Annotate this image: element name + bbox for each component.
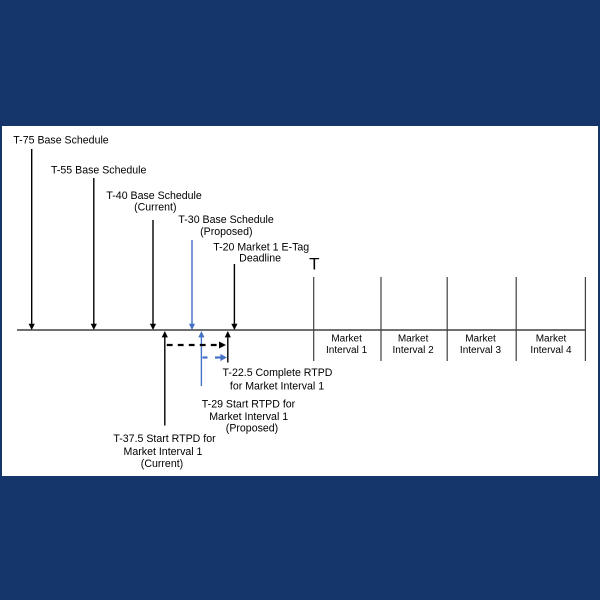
svg-text:Interval 1: Interval 1: [326, 345, 368, 356]
svg-text:(Current): (Current): [134, 202, 176, 214]
svg-text:(Proposed): (Proposed): [226, 423, 278, 435]
svg-text:T-20 Market 1 E-Tag: T-20 Market 1 E-Tag: [213, 241, 309, 253]
svg-text:for Market Interval 1: for Market Interval 1: [230, 381, 324, 393]
svg-text:T-40 Base Schedule: T-40 Base Schedule: [106, 190, 202, 202]
svg-text:Market Interval 1: Market Interval 1: [124, 446, 203, 458]
svg-text:(Current): (Current): [141, 458, 183, 470]
svg-text:Interval 4: Interval 4: [530, 345, 572, 356]
svg-text:T: T: [309, 254, 319, 273]
svg-text:Interval 3: Interval 3: [460, 345, 502, 356]
svg-text:Market: Market: [536, 334, 567, 345]
svg-text:T-55 Base Schedule: T-55 Base Schedule: [51, 165, 147, 177]
svg-text:Market: Market: [465, 334, 496, 345]
svg-text:Market: Market: [398, 334, 429, 345]
svg-text:T-75 Base Schedule: T-75 Base Schedule: [13, 134, 109, 146]
svg-text:T-37.5 Start RTPD for: T-37.5 Start RTPD for: [113, 433, 216, 445]
svg-text:T-29 Start RTPD for: T-29 Start RTPD for: [202, 399, 296, 411]
svg-text:Market: Market: [331, 334, 362, 345]
svg-text:T-22.5 Complete RTPD: T-22.5 Complete RTPD: [223, 367, 333, 379]
svg-text:Interval 2: Interval 2: [393, 345, 435, 356]
svg-text:Deadline: Deadline: [239, 253, 281, 265]
svg-text:(Proposed): (Proposed): [200, 226, 252, 238]
svg-text:T-30 Base Schedule: T-30 Base Schedule: [178, 214, 274, 226]
svg-text:Market Interval 1: Market Interval 1: [209, 411, 288, 423]
